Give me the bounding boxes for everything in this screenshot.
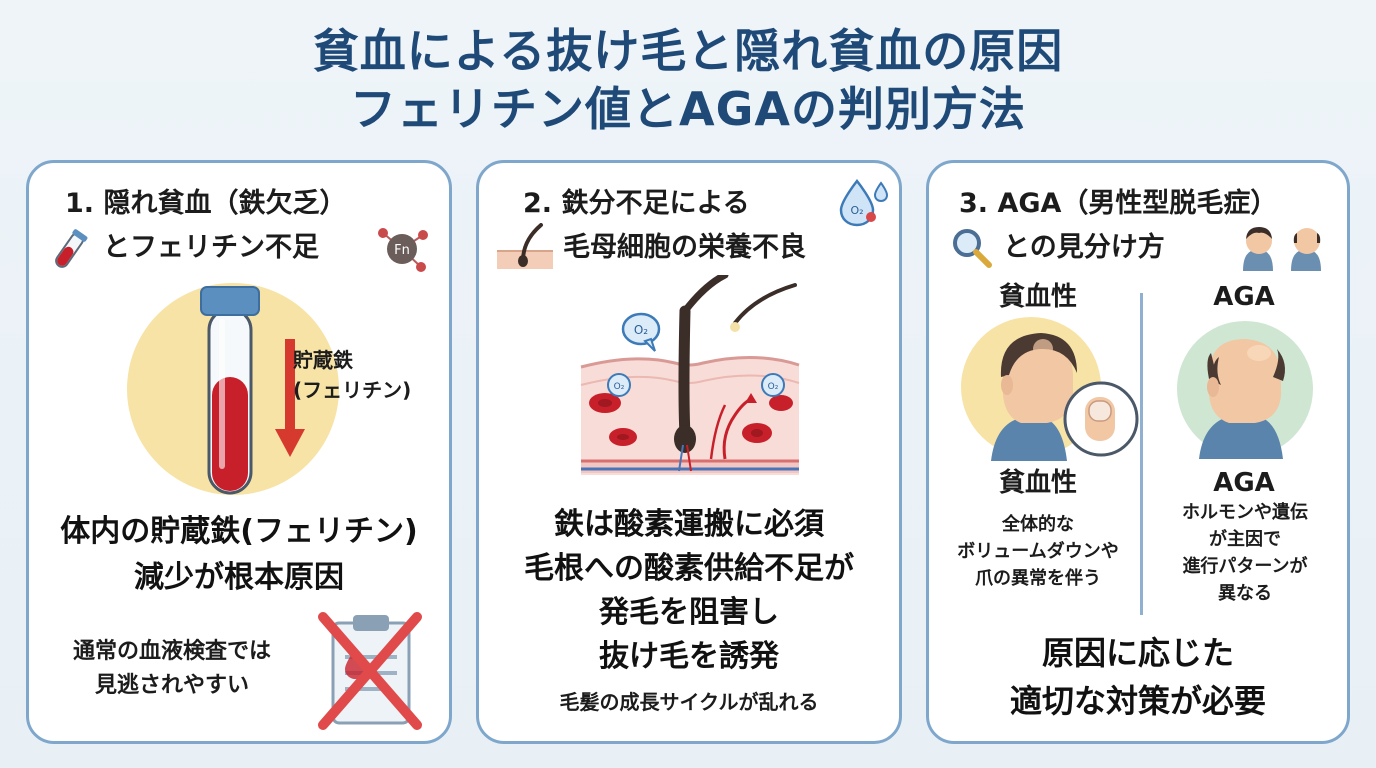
panel3-heading-line1: 3. AGA（男性型脱毛症） xyxy=(959,188,1278,219)
right-label-bottom: AGA xyxy=(1213,468,1275,498)
panel2-main-line3: 発毛を阻害し xyxy=(599,595,779,630)
red-blood-cell-icon xyxy=(589,393,793,446)
down-arrow-icon xyxy=(275,339,305,457)
panel-iron-deficiency: 2. 鉄分不足による O₂ 毛母細胞の栄養不良 xyxy=(476,160,902,744)
right-desc-line2: が主因で xyxy=(1209,529,1281,550)
panel1-note-line1: 通常の血液検査では xyxy=(72,639,271,664)
panel1-note: 通常の血液検査では 見逃されやすい xyxy=(41,635,303,703)
right-desc-line3: 進行パターンが xyxy=(1182,556,1308,577)
panel1-main-line2: 減少が根本原因 xyxy=(134,560,344,595)
right-label-top: AGA xyxy=(1213,282,1275,312)
hair-follicle-icon xyxy=(497,223,553,269)
fingernail-icon xyxy=(1063,381,1139,457)
o2-bubble-text: O₂ xyxy=(634,323,648,337)
head-comparison-icon xyxy=(1243,227,1321,271)
arrow-label-line1: 貯蔵鉄 xyxy=(293,348,353,372)
right-desc-line4: 異なる xyxy=(1218,583,1272,604)
conclusion-line2: 適切な対策が必要 xyxy=(1009,682,1266,720)
panel3-heading-line2: との見分け方 xyxy=(1003,232,1165,263)
scalp-cross-section-icon: O₂ O₂ xyxy=(580,275,800,475)
title-line-1: 貧血による抜け毛と隠れ貧血の原因 xyxy=(312,24,1064,78)
o2-drop-text: O₂ xyxy=(850,204,863,217)
arrow-label: 貯蔵鉄 (フェリチン) xyxy=(293,345,411,405)
page-title: 貧血による抜け毛と隠れ貧血の原因 フェリチン値とAGAの判別方法 xyxy=(0,22,1376,138)
left-description: 全体的な ボリュームダウンや 爪の異常を伴う xyxy=(935,511,1141,592)
left-desc-line3: 爪の異常を伴う xyxy=(975,568,1101,589)
panel2-main-line1: 鉄は酸素運搬に必須 xyxy=(554,507,824,542)
test-tube-icon xyxy=(200,286,260,495)
left-desc-line1: 全体的な xyxy=(1002,514,1074,535)
panel2-heading-line2: 毛母細胞の栄養不良 xyxy=(563,232,806,263)
conclusion: 原因に応じた 適切な対策が必要 xyxy=(929,629,1347,725)
left-label-bottom: 貧血性 xyxy=(998,468,1077,498)
comparison-divider xyxy=(1140,293,1143,615)
left-desc-line2: ボリュームダウンや xyxy=(957,541,1119,562)
thinning-head-icon xyxy=(961,317,1139,461)
panel1-main-line1: 体内の貯蔵鉄(フェリチン) xyxy=(60,514,418,549)
title-line-2: フェリチン値とAGAの判別方法 xyxy=(350,82,1026,136)
conclusion-line1: 原因に応じた xyxy=(1041,634,1234,672)
panel2-footer: 毛髪の成長サイクルが乱れる xyxy=(559,690,819,714)
panel2-heading-line1: 2. 鉄分不足による xyxy=(523,188,750,219)
oxygen-drop-icon: O₂ xyxy=(839,178,889,227)
panel1-heading-line1: 1. 隠れ貧血（鉄欠乏） xyxy=(65,188,347,219)
right-desc-line1: ホルモンや遺伝 xyxy=(1182,502,1308,523)
right-description: ホルモンや遺伝 が主因で 進行パターンが 異なる xyxy=(1145,499,1345,607)
panel-aga-comparison: 3. AGA（男性型脱毛症） との見分け方 貧血性 AGA xyxy=(926,160,1350,744)
left-label-top: 貧血性 xyxy=(998,282,1077,312)
panel1-main-text: 体内の貯蔵鉄(フェリチン) 減少が根本原因 xyxy=(29,509,449,601)
panel2-main-text: 鉄は酸素運搬に必須 毛根への酸素供給不足が 発毛を阻害し 抜け毛を誘発 xyxy=(479,503,899,679)
fn-badge-text: Fn xyxy=(394,243,410,258)
panel1-note-line2: 見逃されやすい xyxy=(94,673,249,698)
bald-crown-head-icon xyxy=(1177,321,1313,459)
o2-bubble-left-text: O₂ xyxy=(614,382,625,392)
panel2-main-line2: 毛根への酸素供給不足が xyxy=(524,551,854,586)
arrow-label-line2: (フェリチン) xyxy=(293,378,412,402)
clipboard-crossed-icon xyxy=(318,612,422,730)
test-tube-illustration xyxy=(127,283,339,495)
blood-tube-icon xyxy=(55,229,88,268)
o2-bubble-right-text: O₂ xyxy=(768,382,779,392)
o2-speech-bubble-icon: O₂ xyxy=(621,312,661,352)
panel2-main-line4: 抜け毛を誘発 xyxy=(599,639,779,674)
panel-hidden-anemia: 1. 隠れ貧血（鉄欠乏） とフェリチン不足 Fn 貯蔵鉄 xyxy=(26,160,452,744)
panel1-heading-line2: とフェリチン不足 xyxy=(103,232,319,263)
ferritin-molecule-icon: Fn xyxy=(378,228,428,272)
magnifier-icon xyxy=(953,229,992,268)
